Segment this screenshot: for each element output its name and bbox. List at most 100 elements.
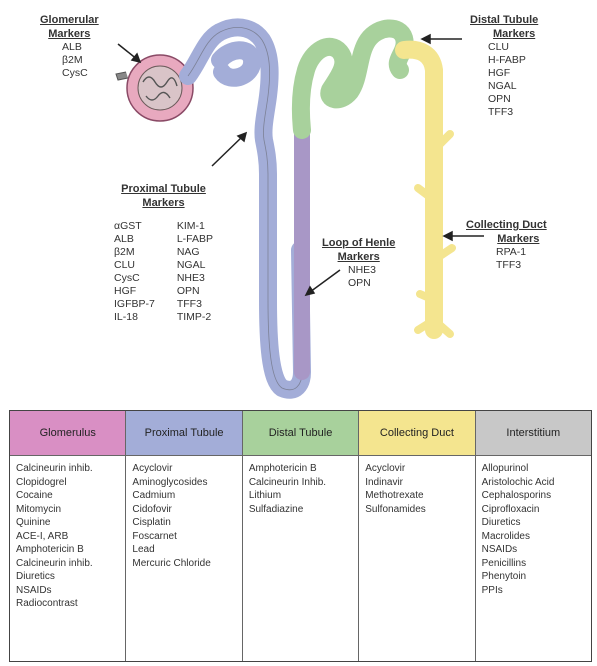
list-item: Methotrexate: [365, 489, 474, 503]
marker-item: HGF: [488, 67, 538, 80]
loop-markers-title2: Markers: [322, 250, 395, 264]
table-column-collecting-duct: Collecting Duct Acyclovir Indinavir Meth…: [359, 411, 475, 661]
list-item: Cisplatin: [132, 516, 241, 530]
marker-item: ALB: [62, 41, 99, 54]
list-item: Ciprofloxacin: [482, 503, 591, 517]
marker-item: H-FABP: [488, 54, 538, 67]
list-item: Aminoglycosides: [132, 476, 241, 490]
column-header: Proximal Tubule: [126, 411, 241, 456]
list-item: Sulfadiazine: [249, 503, 358, 517]
marker-item: CysC: [114, 272, 155, 285]
table-column-interstitium: Interstitium Allopurinol Aristolochic Ac…: [476, 411, 591, 661]
marker-item: TFF3: [496, 259, 547, 272]
table-column-proximal-tubule: Proximal Tubule Acyclovir Aminoglycoside…: [126, 411, 242, 661]
list-item: Quinine: [16, 516, 125, 530]
collecting-markers-list: RPA-1 TFF3: [466, 246, 547, 272]
list-item: Indinavir: [365, 476, 474, 490]
marker-item: RPA-1: [496, 246, 547, 259]
proximal-markers-title1: Proximal Tubule: [114, 182, 213, 196]
distal-markers-label: Distal Tubule Markers CLU H-FABP HGF NGA…: [470, 13, 538, 119]
marker-item: TFF3: [488, 106, 538, 119]
column-list: Calcineurin inhib. Clopidogrel Cocaine M…: [10, 456, 125, 611]
proximal-markers-title2: Markers: [114, 196, 213, 210]
list-item: NSAIDs: [482, 543, 591, 557]
column-header: Distal Tubule: [243, 411, 358, 456]
list-item: Cadmium: [132, 489, 241, 503]
list-item: Lithium: [249, 489, 358, 503]
loop-markers-list: NHE3 OPN: [322, 264, 395, 290]
marker-item: NHE3: [177, 272, 213, 285]
marker-item: NGAL: [177, 259, 213, 272]
marker-item: OPN: [348, 277, 395, 290]
list-item: Clopidogrel: [16, 476, 125, 490]
list-item: Sulfonamides: [365, 503, 474, 517]
marker-item: ALB: [114, 233, 155, 246]
column-list: Acyclovir Aminoglycosides Cadmium Cidofo…: [126, 456, 241, 570]
marker-item: CLU: [114, 259, 155, 272]
list-item: Cocaine: [16, 489, 125, 503]
list-item: Acyclovir: [365, 462, 474, 476]
marker-item: NAG: [177, 246, 213, 259]
marker-item: L-FABP: [177, 233, 213, 246]
proximal-markers-list-left: αGST ALB β2M CLU CysC HGF IGFBP-7 IL-18: [114, 220, 155, 324]
list-item: Macrolides: [482, 530, 591, 544]
list-item: Calcineurin inhib.: [16, 557, 125, 571]
marker-item: NHE3: [348, 264, 395, 277]
column-header: Glomerulus: [10, 411, 125, 456]
proximal-markers-list-right: KIM-1 L-FABP NAG NGAL NHE3 OPN TFF3 TIMP…: [177, 220, 213, 324]
glomerulus: [116, 55, 193, 121]
list-item: Mitomycin: [16, 503, 125, 517]
list-item: Diuretics: [482, 516, 591, 530]
glomerular-markers-title2: Markers: [40, 27, 99, 41]
loop-markers-label: Loop of Henle Markers NHE3 OPN: [322, 236, 395, 290]
marker-item: IL-18: [114, 311, 155, 324]
glomerular-markers-label: Glomerular Markers ALB β2M CysC: [40, 13, 99, 80]
distal-markers-title1: Distal Tubule: [470, 13, 538, 27]
list-item: Amphotericin B: [249, 462, 358, 476]
marker-item: CysC: [62, 67, 99, 80]
marker-item: KIM-1: [177, 220, 213, 233]
list-item: Aristolochic Acid: [482, 476, 591, 490]
list-item: Phenytoin: [482, 570, 591, 584]
marker-item: HGF: [114, 285, 155, 298]
distal-markers-title2: Markers: [470, 27, 538, 41]
marker-item: NGAL: [488, 80, 538, 93]
list-item: Foscarnet: [132, 530, 241, 544]
proximal-markers-label: Proximal Tubule Markers αGST ALB β2M CLU…: [114, 182, 213, 324]
list-item: NSAIDs: [16, 584, 125, 598]
distal-tubule: [301, 28, 405, 130]
column-list: Acyclovir Indinavir Methotrexate Sulfona…: [359, 456, 474, 516]
marker-item: CLU: [488, 41, 538, 54]
marker-item: β2M: [114, 246, 155, 259]
list-item: Allopurinol: [482, 462, 591, 476]
table-column-glomerulus: Glomerulus Calcineurin inhib. Clopidogre…: [10, 411, 126, 661]
table-column-distal-tubule: Distal Tubule Amphotericin B Calcineurin…: [243, 411, 359, 661]
list-item: Acyclovir: [132, 462, 241, 476]
list-item: Diuretics: [16, 570, 125, 584]
loop-markers-title1: Loop of Henle: [322, 236, 395, 250]
distal-markers-list: CLU H-FABP HGF NGAL OPN TFF3: [470, 41, 538, 119]
nephrotoxicant-table: Glomerulus Calcineurin inhib. Clopidogre…: [9, 410, 592, 662]
marker-item: β2M: [62, 54, 99, 67]
column-list: Amphotericin B Calcineurin Inhib. Lithiu…: [243, 456, 358, 516]
marker-item: OPN: [177, 285, 213, 298]
column-header: Interstitium: [476, 411, 591, 456]
collecting-markers-title1: Collecting Duct: [466, 218, 547, 232]
marker-item: TFF3: [177, 298, 213, 311]
list-item: Radiocontrast: [16, 597, 125, 611]
column-list: Allopurinol Aristolochic Acid Cephalospo…: [476, 456, 591, 597]
marker-item: OPN: [488, 93, 538, 106]
list-item: Cidofovir: [132, 503, 241, 517]
list-item: Calcineurin inhib.: [16, 462, 125, 476]
column-header: Collecting Duct: [359, 411, 474, 456]
list-item: Lead: [132, 543, 241, 557]
collecting-markers-title2: Markers: [466, 232, 547, 246]
list-item: ACE-I, ARB: [16, 530, 125, 544]
list-item: Cephalosporins: [482, 489, 591, 503]
list-item: Penicillins: [482, 557, 591, 571]
list-item: Calcineurin Inhib.: [249, 476, 358, 490]
marker-item: IGFBP-7: [114, 298, 155, 311]
marker-item: αGST: [114, 220, 155, 233]
list-item: Amphotericin B: [16, 543, 125, 557]
collecting-duct: [404, 50, 452, 334]
